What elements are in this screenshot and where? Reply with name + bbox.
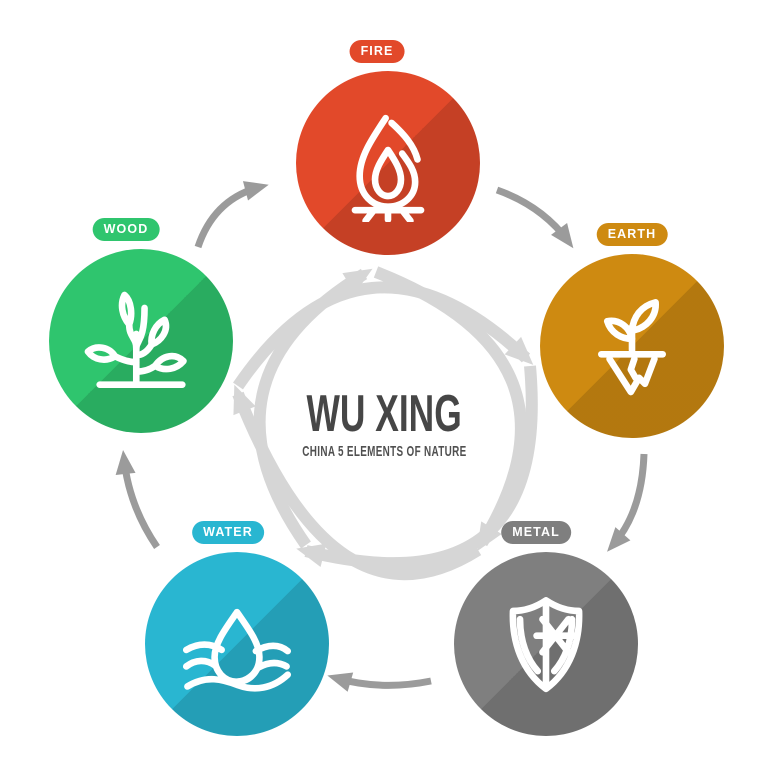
arrow-earth-to-metal-outer — [607, 453, 648, 552]
arrow-wood-to-earth — [233, 281, 534, 390]
outer-generating-cycle — [115, 181, 648, 692]
diagram-title: WU XING — [306, 385, 462, 443]
inner-overcoming-cycle — [232, 266, 538, 580]
arrow-wood-to-fire-outer — [194, 181, 269, 249]
long-shadow — [145, 552, 329, 736]
arrow-metal-to-water-outer — [327, 672, 432, 692]
water-drop-waves-icon — [182, 608, 292, 692]
element-label-badge: WATER — [192, 521, 264, 544]
long-shadow — [296, 71, 480, 255]
element-label: WOOD — [103, 222, 149, 236]
element-circle — [296, 71, 480, 255]
element-label: METAL — [512, 525, 560, 539]
element-label: WATER — [203, 525, 253, 539]
campfire-icon — [351, 114, 425, 222]
arrow-fire-to-earth-outer — [495, 186, 574, 249]
element-circle — [540, 254, 724, 438]
arrow-water-to-wood-outer — [115, 450, 160, 549]
sprout-soil-icon — [598, 299, 666, 396]
center-title-block: WU XING CHINA 5 ELEMENTS OF NATURE — [184, 388, 584, 461]
element-label-badge: EARTH — [596, 223, 668, 246]
element-label-badge: FIRE — [349, 40, 405, 63]
element-circle — [454, 552, 638, 736]
element-node-earth: EARTH — [540, 223, 724, 438]
shield-star-icon — [509, 597, 583, 693]
element-label-badge: WOOD — [92, 218, 160, 241]
element-circle — [49, 249, 233, 433]
element-label: EARTH — [607, 227, 657, 241]
element-label-badge: METAL — [501, 521, 571, 544]
element-node-fire: FIRE — [296, 40, 480, 255]
element-node-water: WATER — [145, 521, 329, 736]
element-circle — [145, 552, 329, 736]
arrow-earth-to-water — [296, 365, 538, 570]
element-label: FIRE — [360, 44, 394, 58]
element-node-metal: METAL — [454, 521, 638, 736]
tree-branches-icon — [84, 291, 187, 388]
diagram-subtitle-text: CHINA 5 ELEMENTS OF NATURE — [301, 443, 467, 460]
diagram-subtitle: CHINA 5 ELEMENTS OF NATURE — [184, 443, 584, 461]
element-node-wood: WOOD — [49, 218, 233, 433]
